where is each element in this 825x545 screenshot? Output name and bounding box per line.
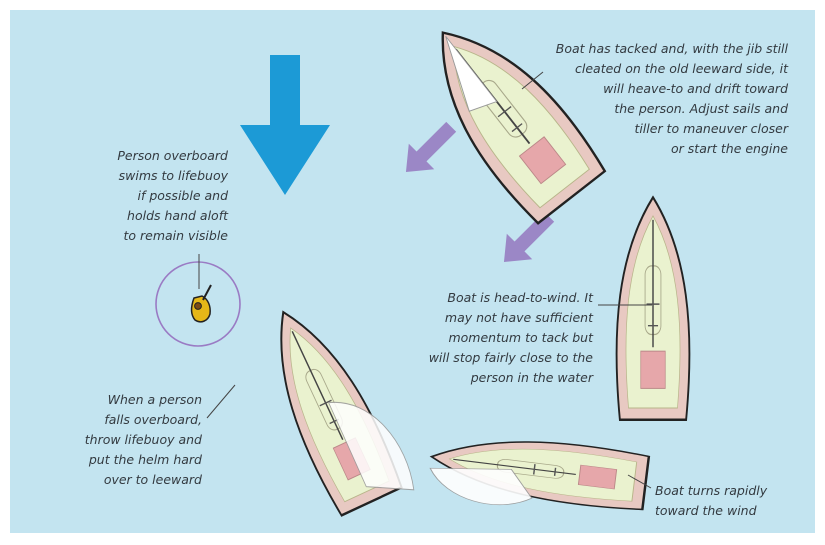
caption-turns: Boat turns rapidly toward the wind [655, 481, 805, 521]
caption-head-to-wind: Boat is head-to-wind. It may not have su… [388, 288, 593, 388]
caption-tacked: Boat has tacked and, with the jib still … [509, 39, 788, 159]
caption-falls-overboard: When a person falls overboard, throw lif… [40, 390, 202, 490]
maneuver-diagram: Person overboard swims to lifebuoy if po… [10, 10, 815, 533]
caption-person-overboard: Person overboard swims to lifebuoy if po… [40, 146, 228, 246]
